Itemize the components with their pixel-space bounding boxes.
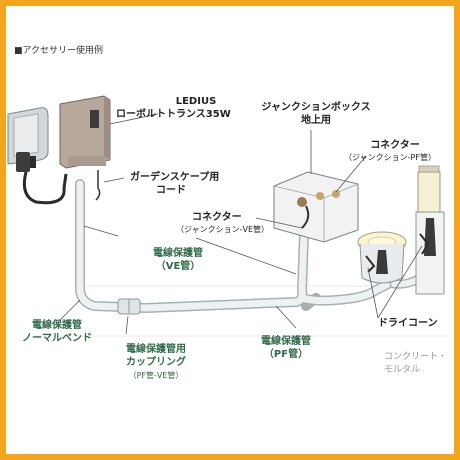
connector-pf-sublabel: （ジャンクション-PF管） — [344, 153, 436, 162]
transformer-label-line1: LEDIUS — [175, 96, 217, 107]
transformer-unit — [59, 95, 111, 169]
normal-bend-label-line1: 電線保護管 — [32, 320, 82, 331]
leader-lines — [55, 113, 423, 335]
cord-label-line2: コード — [156, 185, 186, 196]
conduit-ve-sublabel: （VE管） — [155, 261, 201, 272]
accessory-diagram — [7, 95, 446, 337]
conduit-pf-label: 電線保護管 — [261, 336, 311, 347]
outlet-icon — [7, 107, 49, 172]
transformer-label-line2: ローボルトトランス35W — [116, 109, 231, 120]
connector-ve-sublabel: （ジャンクション-VE管） — [176, 225, 270, 234]
junction-box-label-line1: ジャンクションボックス — [261, 102, 371, 113]
garden-cord — [95, 170, 101, 201]
pillar-light — [415, 165, 445, 295]
conduit-ve-label: 電線保護管 — [153, 248, 203, 259]
junction-box — [273, 171, 359, 243]
connector-pf-label: コネクター — [370, 140, 420, 151]
coupling-part — [117, 298, 141, 315]
coupling-sublabel: （PF管-VE管） — [128, 371, 184, 380]
cord-label-line1: ガーデンスケープ用 — [130, 172, 220, 183]
junction-box-label-line2: 地上用 — [301, 115, 331, 126]
diagram-frame: ■アクセサリー使用例 LEDIUS ローボルトトランス35W ガーデンスケープ用… — [6, 6, 454, 454]
connector-ve-label: コネクター — [192, 212, 242, 223]
concrete-label-line2: モルタル — [384, 365, 421, 375]
conduit-pf-sublabel: （PF管） — [263, 349, 309, 360]
power-cord — [22, 171, 68, 205]
ground-light — [357, 231, 407, 284]
normal-bend-label-line2: ノーマルベンド — [22, 333, 92, 344]
dry-cone-label: ドライコーン — [378, 318, 438, 329]
coupling-label-line1: 電線保護管用 — [126, 344, 186, 355]
header-title: ■アクセサリー使用例 — [14, 46, 104, 56]
concrete-label-line1: コンクリート・ — [384, 352, 448, 362]
coupling-label-line2: カップリング — [126, 357, 186, 368]
